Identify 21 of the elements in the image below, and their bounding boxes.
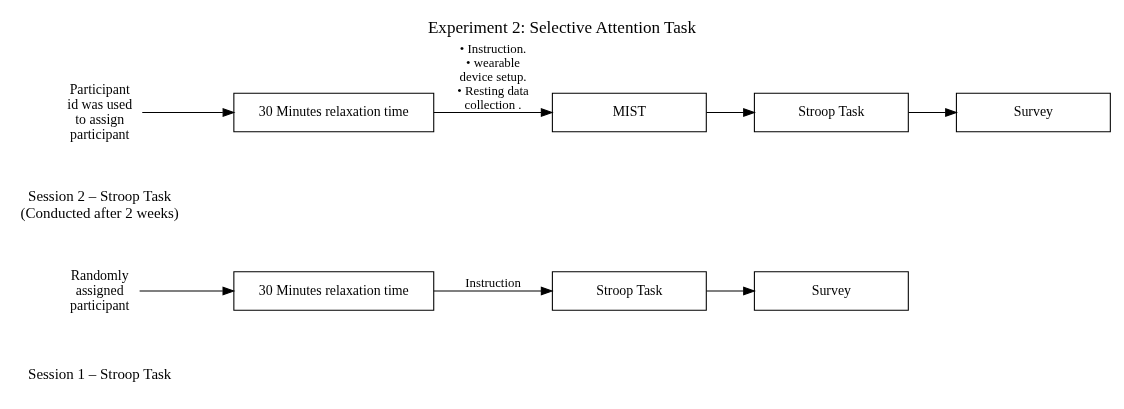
- arrow: [141, 107, 236, 117]
- label: Session 1 – Stroop Task: [28, 365, 172, 382]
- arrow: [433, 286, 554, 296]
- node-box: 30 Minutes relaxation time: [233, 270, 435, 311]
- edge-label: Instruction: [465, 275, 521, 290]
- arrow: [433, 107, 554, 117]
- label: Session 2 – Stroop Task (Conducted after 2 weeks): [20, 187, 179, 221]
- diagram-title: Experiment 2: Selective Attention Task: [427, 17, 697, 37]
- node-text: Participant id was used to assign participant: [67, 81, 133, 142]
- node-box: Stroop Task: [551, 270, 707, 311]
- node-box: MIST: [551, 92, 707, 132]
- arrow: [706, 286, 756, 296]
- node-box: Survey: [955, 92, 1111, 132]
- arrow: [908, 107, 958, 117]
- arrow: [706, 107, 756, 117]
- edge-label: • Instruction. • wearable device setup. • Resting data collection .: [457, 41, 529, 112]
- node-box: Survey: [753, 270, 909, 311]
- node-text: Randomly assigned participant: [70, 267, 130, 313]
- node-box: Stroop Task: [753, 92, 909, 132]
- node-box: 30 Minutes relaxation time: [233, 92, 435, 132]
- arrow: [139, 286, 236, 296]
